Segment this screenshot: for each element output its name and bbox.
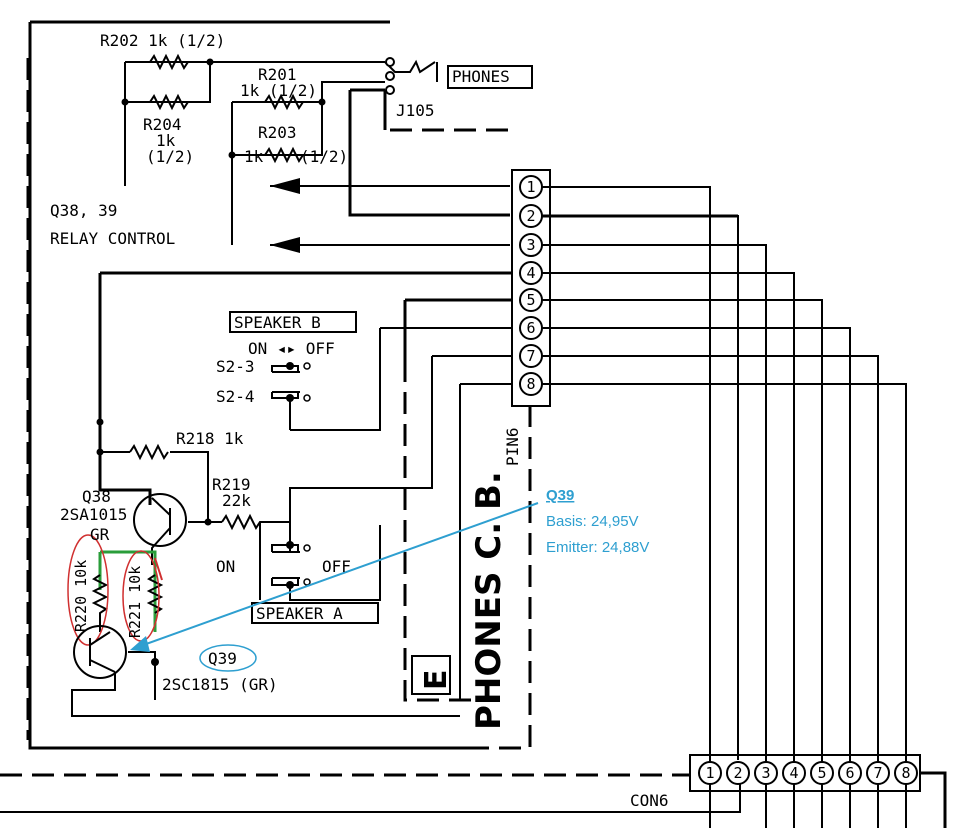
q38-leads <box>151 497 222 565</box>
speaker-a-switch <box>259 521 381 601</box>
r204-power: (1/2) <box>146 147 194 166</box>
con6-pin-5: 5 <box>817 764 826 782</box>
pin-5: 5 <box>526 291 535 309</box>
con6-pin-2: 2 <box>733 764 742 782</box>
annotation-basis: Basis: 24,95V <box>546 513 639 530</box>
r203-resistor <box>264 146 304 164</box>
phone-jack-icon <box>384 59 438 82</box>
pin8-wire <box>459 383 512 700</box>
con6-label: CON6 <box>630 791 669 810</box>
s2-4-switch <box>271 391 300 430</box>
q39-label: Q39 <box>208 649 237 668</box>
r218-wire <box>100 451 209 522</box>
con6-pin-6: 6 <box>845 764 854 782</box>
annotation-title: Q39 <box>546 487 574 504</box>
phones-box <box>447 65 533 89</box>
jack-ground <box>348 88 510 217</box>
r203-wire <box>232 102 323 156</box>
r203-value: 1k <box>244 147 264 166</box>
pin-4: 4 <box>526 264 535 282</box>
con6-pin-4: 4 <box>789 764 798 782</box>
board-frame <box>28 20 470 750</box>
r203-label: R203 <box>258 123 297 142</box>
r219-value: 22k <box>222 491 251 510</box>
r201-label: R201 <box>258 65 297 84</box>
r218-resistor <box>129 443 169 461</box>
con6-pin-7: 7 <box>873 764 882 782</box>
s2-4-label: S2-4 <box>216 387 255 406</box>
con6-right-lead <box>920 771 947 828</box>
q39-label-circle <box>199 644 257 672</box>
con6-pin-1: 1 <box>705 764 714 782</box>
q38-part: 2SA1015 <box>60 505 127 524</box>
s2-3-label: S2-3 <box>216 357 255 376</box>
highlight-trace-red <box>154 557 163 581</box>
r218-label: R218 1k <box>176 429 244 448</box>
con6-pin-3: 3 <box>761 764 770 782</box>
pin6-label: PIN6 <box>503 427 522 466</box>
harness-wires <box>542 186 907 828</box>
r219-resistor <box>221 513 290 531</box>
speaker-a-off: OFF <box>322 557 351 576</box>
q39-leads <box>71 631 460 717</box>
q38-transistor <box>133 493 187 547</box>
r221-label: R221 10k <box>126 566 144 638</box>
s2-3-switch <box>271 365 300 373</box>
annotation-emitter: Emitter: 24,88V <box>546 539 649 556</box>
speaker-a-on: ON <box>216 557 235 576</box>
r202-resistor <box>149 53 189 71</box>
speaker-b-box <box>229 311 357 333</box>
r201-value: 1k (1/2) <box>240 81 317 100</box>
speaker-a-box <box>251 602 379 624</box>
pin5-dash <box>403 360 475 702</box>
relay-arrow-1 <box>270 178 300 194</box>
phones-label: PHONES <box>452 67 510 86</box>
con6-line <box>0 780 741 813</box>
q38-emitter-wire <box>98 422 152 505</box>
r204-resistor <box>149 93 189 111</box>
q39-part: 2SC1815 (GR) <box>162 675 278 694</box>
e-label: E <box>419 670 454 691</box>
r220-circle <box>67 534 109 646</box>
pin-8: 8 <box>526 375 535 393</box>
r220-resistor <box>91 574 109 632</box>
on-off-label: ON ◂▸ OFF <box>248 339 335 358</box>
q39-transistor <box>73 625 127 679</box>
q3839-label: Q38, 39 <box>50 201 117 220</box>
board-frame-dashed-right <box>470 405 532 750</box>
pin-1: 1 <box>526 178 535 196</box>
r203-power: (1/2) <box>300 147 348 166</box>
relay-control-label: RELAY CONTROL <box>50 229 175 248</box>
q38-label: Q38 <box>82 487 111 506</box>
phones-cb-label: PHONES C. B. <box>469 471 509 730</box>
annotation-arrowhead <box>130 636 150 652</box>
pin-6: 6 <box>526 319 535 337</box>
con6-circles <box>698 761 918 785</box>
pin6-wire <box>290 327 512 431</box>
relay-arrow-2 <box>270 237 300 253</box>
r219-label: R219 <box>212 475 251 494</box>
pin6-connector <box>511 169 551 407</box>
con6-pin-8: 8 <box>901 764 910 782</box>
pin-7: 7 <box>526 347 535 365</box>
e-box <box>411 655 451 695</box>
r201-resistor <box>264 93 304 111</box>
pin-3: 3 <box>526 236 535 254</box>
q38-gr: GR <box>90 525 110 544</box>
r204-label: R204 <box>143 115 182 134</box>
pin7-wire <box>289 355 512 552</box>
speaker-b-label: SPEAKER B <box>234 313 321 332</box>
r204-value: 1k <box>156 131 176 150</box>
annotation-arrow-line <box>134 502 539 649</box>
pin4-wire <box>98 271 512 422</box>
pin-2: 2 <box>526 207 535 225</box>
pin5-wire <box>403 298 512 360</box>
r220-label: R220 10k <box>72 560 90 632</box>
j105-label: J105 <box>396 101 435 120</box>
r202-label: R202 1k (1/2) <box>100 31 225 50</box>
speaker-a-label: SPEAKER A <box>256 604 343 623</box>
